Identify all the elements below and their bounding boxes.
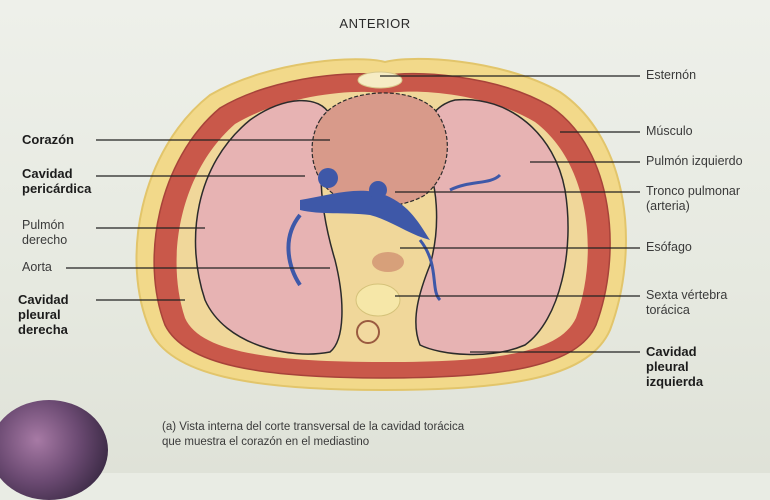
- label-sexta-vertebra: Sexta vértebra torácica: [646, 288, 727, 318]
- aorta: [318, 168, 338, 188]
- textbook-page: ANTERIOR: [0, 0, 770, 473]
- label-cavidad-pericardica: Cavidad pericárdica: [22, 166, 91, 196]
- spinal-cord: [357, 321, 379, 343]
- label-cavidad-pleural-derecha: Cavidad pleural derecha: [18, 292, 69, 337]
- label-pulmon-izquierdo: Pulmón izquierdo: [646, 154, 743, 169]
- figure-caption: (a) Vista interna del corte transversal …: [162, 420, 602, 450]
- label-corazon: Corazón: [22, 132, 74, 147]
- label-aorta: Aorta: [22, 260, 52, 275]
- label-tronco-pulmonar: Tronco pulmonar (arteria): [646, 184, 740, 214]
- sternum: [358, 72, 402, 88]
- label-musculo: Músculo: [646, 124, 693, 139]
- label-esternon: Esternón: [646, 68, 696, 83]
- label-esofago: Esófago: [646, 240, 692, 255]
- label-cavidad-pleural-izquierda: Cavidad pleural izquierda: [646, 344, 703, 389]
- label-pulmon-derecho: Pulmón derecho: [22, 218, 67, 248]
- sixth-thoracic-vertebra: [356, 284, 400, 316]
- finger-blur: [0, 400, 108, 500]
- esophagus: [372, 252, 404, 272]
